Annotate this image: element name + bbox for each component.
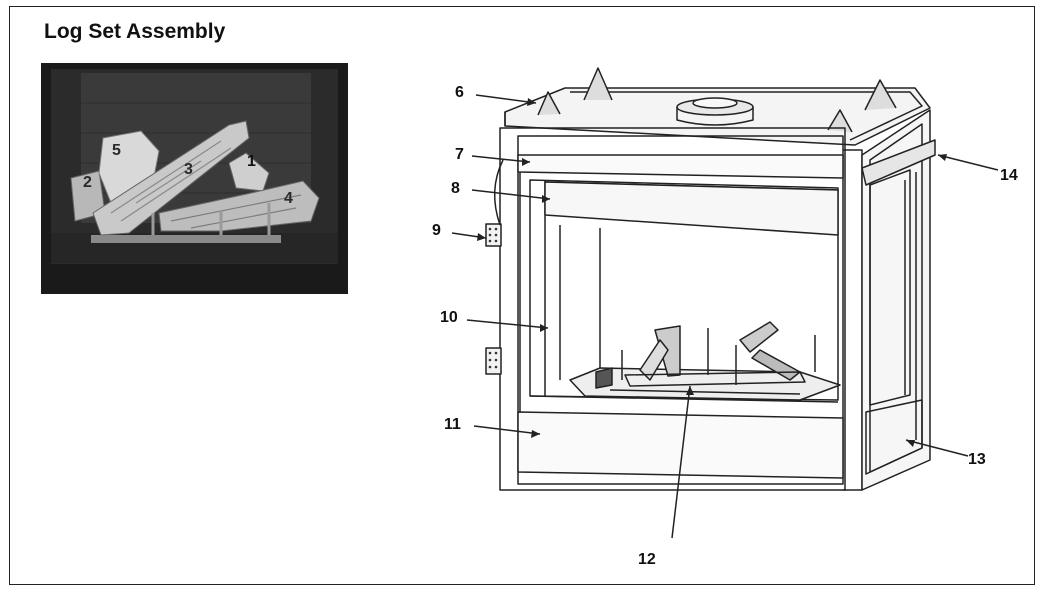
callout-10: 10 bbox=[440, 309, 458, 326]
callout-11: 11 bbox=[444, 416, 461, 433]
callout-6: 6 bbox=[455, 84, 464, 101]
diagram-frame bbox=[9, 6, 1035, 585]
log-label-4: 4 bbox=[284, 190, 293, 207]
log-label-2: 2 bbox=[83, 174, 92, 191]
callout-13: 13 bbox=[968, 451, 986, 468]
log-label-5: 5 bbox=[112, 142, 121, 159]
page-title: Log Set Assembly bbox=[44, 20, 226, 43]
callout-12: 12 bbox=[638, 551, 656, 568]
log-label-3: 3 bbox=[184, 161, 193, 178]
log-set-illustration bbox=[41, 63, 348, 294]
callout-7: 7 bbox=[455, 146, 464, 163]
callout-8: 8 bbox=[451, 180, 460, 197]
callout-9: 9 bbox=[432, 222, 441, 239]
callout-14: 14 bbox=[1000, 167, 1018, 184]
log-label-1: 1 bbox=[247, 153, 256, 170]
log-set-photo: 5 2 3 1 4 bbox=[41, 63, 348, 294]
